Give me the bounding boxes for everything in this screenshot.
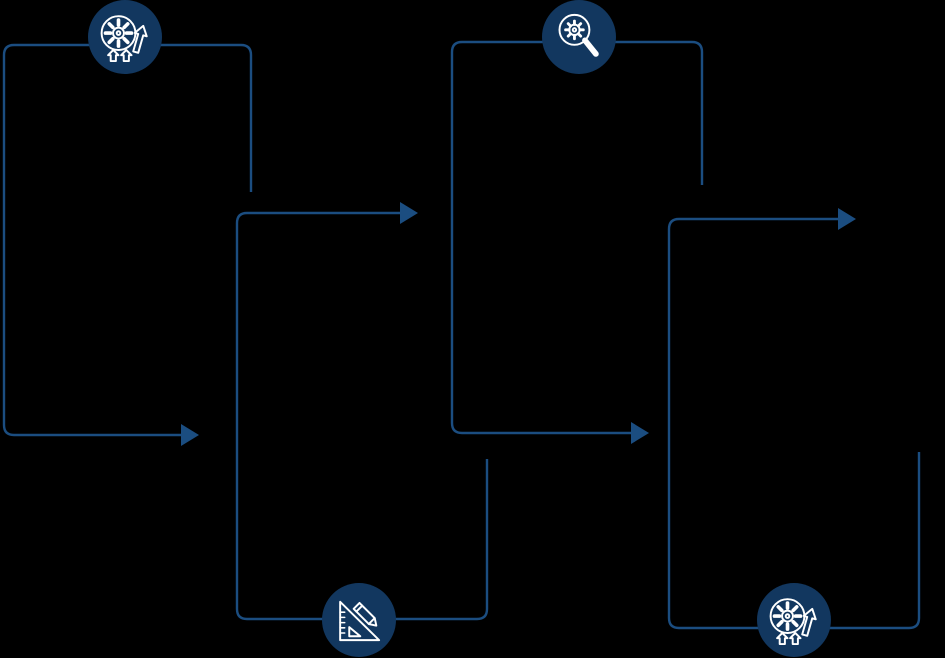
step-4-arrowhead [838, 208, 856, 230]
step-3-arrowhead [631, 422, 649, 444]
set-square-pencil-icon [339, 600, 381, 642]
step-1-arrowhead [181, 424, 199, 446]
gear-award-improvement-icon [769, 598, 817, 646]
step-4-outline [667, 217, 921, 630]
step-2-badge [322, 583, 396, 657]
step-1-badge [88, 0, 162, 74]
magnifier-gear-icon [558, 13, 599, 57]
step-4-badge [757, 583, 831, 657]
step-2-arrowhead [400, 202, 418, 224]
step-3-badge [542, 0, 616, 74]
gear-award-improvement-icon [100, 15, 148, 63]
step-3-outline [450, 40, 704, 435]
step-2-outline [235, 211, 489, 621]
step-1-outline [2, 43, 253, 437]
